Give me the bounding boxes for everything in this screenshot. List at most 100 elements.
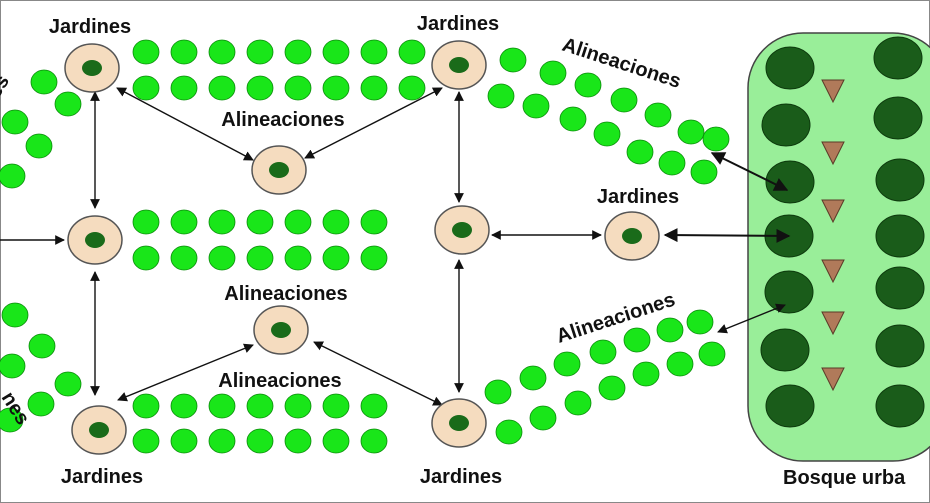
tree-dot: [170, 245, 198, 271]
label-alignment-top-center: Alineaciones: [221, 109, 344, 131]
tree-dot: [208, 209, 236, 235]
label-forest: Bosque urba: [783, 467, 906, 489]
tree-dot: [132, 75, 160, 101]
garden-node-bottom-left: [71, 405, 127, 455]
tree-dot: [487, 83, 515, 109]
tree-dot: [499, 47, 527, 73]
forest-cone: [821, 259, 845, 284]
tree-dot: [170, 39, 198, 65]
forest-cone: [821, 141, 845, 166]
tree-dot: [593, 121, 621, 147]
tree-dot: [589, 339, 617, 365]
garden-node-mid-top: [251, 145, 307, 195]
forest-trees: [760, 36, 925, 428]
tree-dot: [28, 333, 56, 359]
tree-dot: [564, 390, 592, 416]
arrow-bottom-right-alignment-to-forest: [717, 303, 786, 334]
arrow-mid-bottom-to-bc: [313, 341, 443, 406]
garden-node-top-center: [431, 40, 487, 90]
label-alignment-bottom-center: Alineaciones: [218, 370, 341, 392]
forest-cones: [821, 79, 845, 392]
tree-dot: [284, 39, 312, 65]
garden-node-mid-center: [434, 205, 490, 255]
forest-tree: [875, 384, 925, 428]
tree-dot: [54, 371, 82, 397]
arrow-tl-to-mid-top: [116, 87, 254, 161]
tree-dot: [0, 407, 24, 433]
label-garden-top-center: Jardines: [417, 13, 499, 35]
tree-dot: [644, 102, 672, 128]
tree-dot: [1, 302, 29, 328]
tree-dot: [574, 72, 602, 98]
tree-dot: [284, 393, 312, 419]
tree-dot: [656, 317, 684, 343]
tree-dot: [246, 39, 274, 65]
forest-cone: [821, 311, 845, 336]
tree-dot: [246, 245, 274, 271]
tree-dot: [1, 109, 29, 135]
label-garden-top-left: Jardines: [49, 16, 131, 38]
tree-dot: [553, 351, 581, 377]
forest-tree: [760, 328, 810, 372]
tree-dot: [170, 75, 198, 101]
tree-dot: [132, 245, 160, 271]
tree-dot: [170, 393, 198, 419]
tree-dot: [598, 375, 626, 401]
tree-dot: [398, 75, 426, 101]
garden-nodes: [64, 40, 660, 455]
forest-tree: [765, 46, 815, 90]
tree-dot: [360, 428, 388, 454]
forest-tree: [875, 214, 925, 258]
tree-dot: [360, 393, 388, 419]
tree-dot: [170, 209, 198, 235]
tree-dot: [284, 428, 312, 454]
tree-dot: [132, 39, 160, 65]
tree-dot: [686, 309, 714, 335]
tree-dot: [626, 139, 654, 165]
label-alignment-left-top-partial: es: [0, 71, 14, 102]
tree-dot: [539, 60, 567, 86]
tree-dot: [132, 428, 160, 454]
tree-dot: [170, 428, 198, 454]
forest-tree: [875, 158, 925, 202]
tree-dot: [484, 379, 512, 405]
label-garden-right: Jardines: [597, 186, 679, 208]
tree-dot: [208, 393, 236, 419]
tree-dot: [522, 93, 550, 119]
tree-dot: [246, 209, 274, 235]
tree-dot: [54, 91, 82, 117]
tree-dot: [322, 428, 350, 454]
tree-dot: [632, 361, 660, 387]
tree-dot: [132, 209, 160, 235]
arrow-right-garden-to-forest: [663, 228, 791, 243]
tree-dot: [322, 393, 350, 419]
tree-dot: [495, 419, 523, 445]
forest-tree: [765, 160, 815, 204]
tree-dot: [208, 428, 236, 454]
tree-dot: [623, 327, 651, 353]
arrow-bl-to-mid-bottom: [117, 343, 254, 402]
garden-node-mid-left: [67, 215, 123, 265]
urban-forest: [747, 32, 930, 462]
garden-node-mid-bottom: [253, 305, 309, 355]
tree-dot: [666, 351, 694, 377]
label-alignment-bottom-right: Alineaciones: [554, 289, 678, 348]
forest-tree: [873, 96, 923, 140]
forest-tree: [764, 270, 814, 314]
tree-dot: [284, 209, 312, 235]
tree-dot: [529, 405, 557, 431]
connector-arrows: [0, 87, 791, 406]
forest-tree: [765, 384, 815, 428]
tree-dot: [360, 209, 388, 235]
tree-dot: [702, 126, 730, 152]
tree-dot: [132, 393, 160, 419]
arrow-top-right-alignment-to-forest: [710, 152, 789, 191]
tree-dot: [208, 245, 236, 271]
tree-dot: [658, 150, 686, 176]
tree-dot: [322, 209, 350, 235]
tree-dot: [677, 119, 705, 145]
tree-dot: [25, 133, 53, 159]
tree-dot: [559, 106, 587, 132]
forest-tree: [761, 103, 811, 147]
